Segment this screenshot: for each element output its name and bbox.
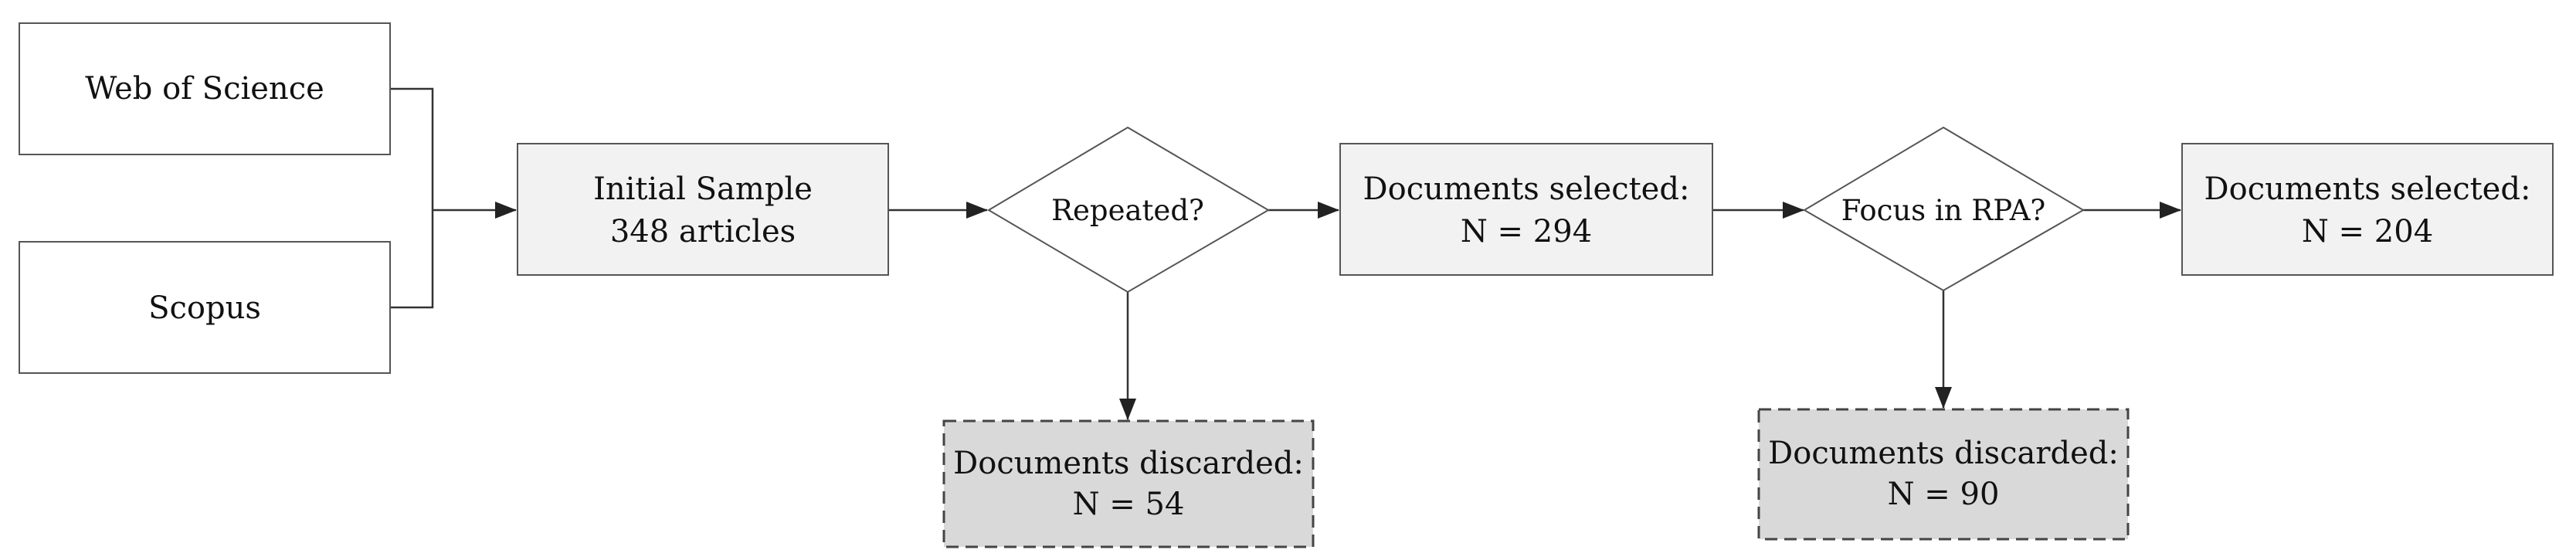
node-selected-1-count: N = 294: [1461, 214, 1592, 249]
node-focus-rpa-label: Focus in RPA?: [1841, 194, 2046, 227]
edge-web-of-science-to-merge: [390, 87, 434, 210]
node-discarded-2-count: N = 90: [1888, 477, 2000, 512]
node-selected-2: Documents selected: N = 204: [2181, 143, 2554, 276]
node-web-of-science-label: Web of Science: [85, 71, 324, 107]
node-discarded-2: Documents discarded: N = 90: [1757, 408, 2130, 541]
node-repeated-diamond: [987, 126, 1270, 294]
node-initial-sample-count: 348 articles: [610, 214, 796, 249]
edges: [390, 87, 2181, 420]
node-web-of-science-box: [19, 22, 391, 155]
node-initial-sample-title: Initial Sample: [593, 171, 813, 207]
node-discarded-1-count: N = 54: [1073, 487, 1185, 522]
node-selected-1: Documents selected: N = 294: [1339, 143, 1713, 276]
node-discarded-1-box: [942, 419, 1315, 548]
node-discarded-2-title: Documents discarded:: [1768, 436, 2119, 471]
node-selected-1-title: Documents selected:: [1363, 171, 1690, 207]
node-selected-1-box: [1339, 143, 1713, 276]
node-focus-rpa-decision: Focus in RPA?: [1803, 126, 2085, 292]
node-focus-rpa-diamond: [1803, 126, 2085, 292]
node-selected-2-count: N = 204: [2302, 214, 2433, 249]
node-initial-sample: Initial Sample 348 articles: [517, 143, 889, 276]
edge-scopus-to-merge: [390, 210, 434, 309]
node-scopus-box: [19, 241, 391, 374]
node-web-of-science: Web of Science: [19, 22, 391, 155]
node-repeated-decision: Repeated?: [987, 126, 1270, 294]
node-discarded-2-box: [1757, 408, 2130, 541]
node-selected-2-title: Documents selected:: [2204, 171, 2531, 207]
node-initial-sample-box: [517, 143, 889, 276]
node-repeated-label: Repeated?: [1051, 194, 1204, 227]
node-discarded-1: Documents discarded: N = 54: [942, 419, 1315, 548]
node-scopus: Scopus: [19, 241, 391, 374]
node-scopus-label: Scopus: [148, 290, 261, 326]
node-selected-2-box: [2181, 143, 2554, 276]
node-discarded-1-title: Documents discarded:: [953, 446, 1304, 481]
